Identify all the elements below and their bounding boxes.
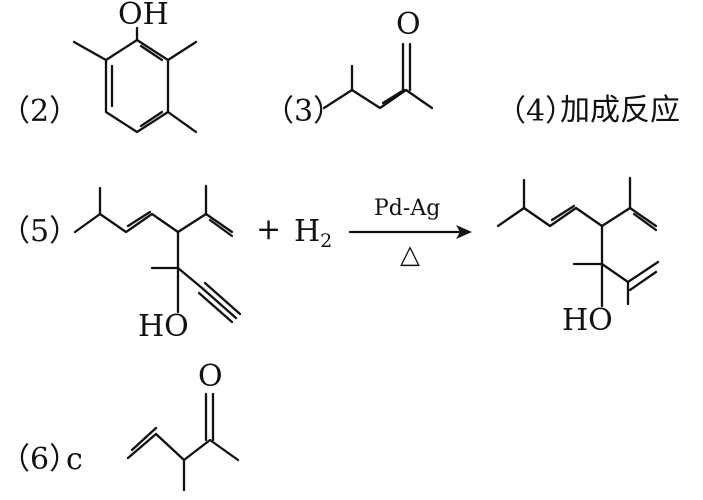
heat-triangle-icon: △ xyxy=(400,240,420,270)
item-label-2: （2） xyxy=(0,94,80,129)
item-label-6: （6） xyxy=(0,442,80,477)
reaction-arrow xyxy=(348,225,472,239)
oxygen-label-6: O xyxy=(198,359,223,394)
item-label-3: （3） xyxy=(264,94,344,129)
catalyst-label: Pd-Ag xyxy=(374,196,441,221)
hydroxyl-label-5-product: HO xyxy=(562,303,613,338)
hydrogen-subscript: 2 xyxy=(320,230,333,252)
hydroxyl-label-5-reactant: HO xyxy=(138,309,189,344)
molecule-5-product xyxy=(496,176,660,308)
oxygen-label-3: O xyxy=(396,7,421,42)
answer-4-addition-reaction: 加成反应 xyxy=(560,93,680,128)
hydrogen-reagent: H2 xyxy=(294,217,332,251)
plus-sign: + xyxy=(256,212,282,247)
molecule-6-enone xyxy=(126,392,240,492)
molecule-5-reactant xyxy=(73,184,242,324)
hydroxyl-label-2: OH xyxy=(118,0,169,32)
molecule-2-trimethylphenol xyxy=(72,26,198,134)
hydrogen-symbol: H xyxy=(294,214,321,249)
item-label-5: （5） xyxy=(0,214,80,249)
answer-6-choice: c xyxy=(66,442,83,477)
molecule-3-enone xyxy=(322,42,434,110)
item-label-4: （4） xyxy=(496,94,576,129)
